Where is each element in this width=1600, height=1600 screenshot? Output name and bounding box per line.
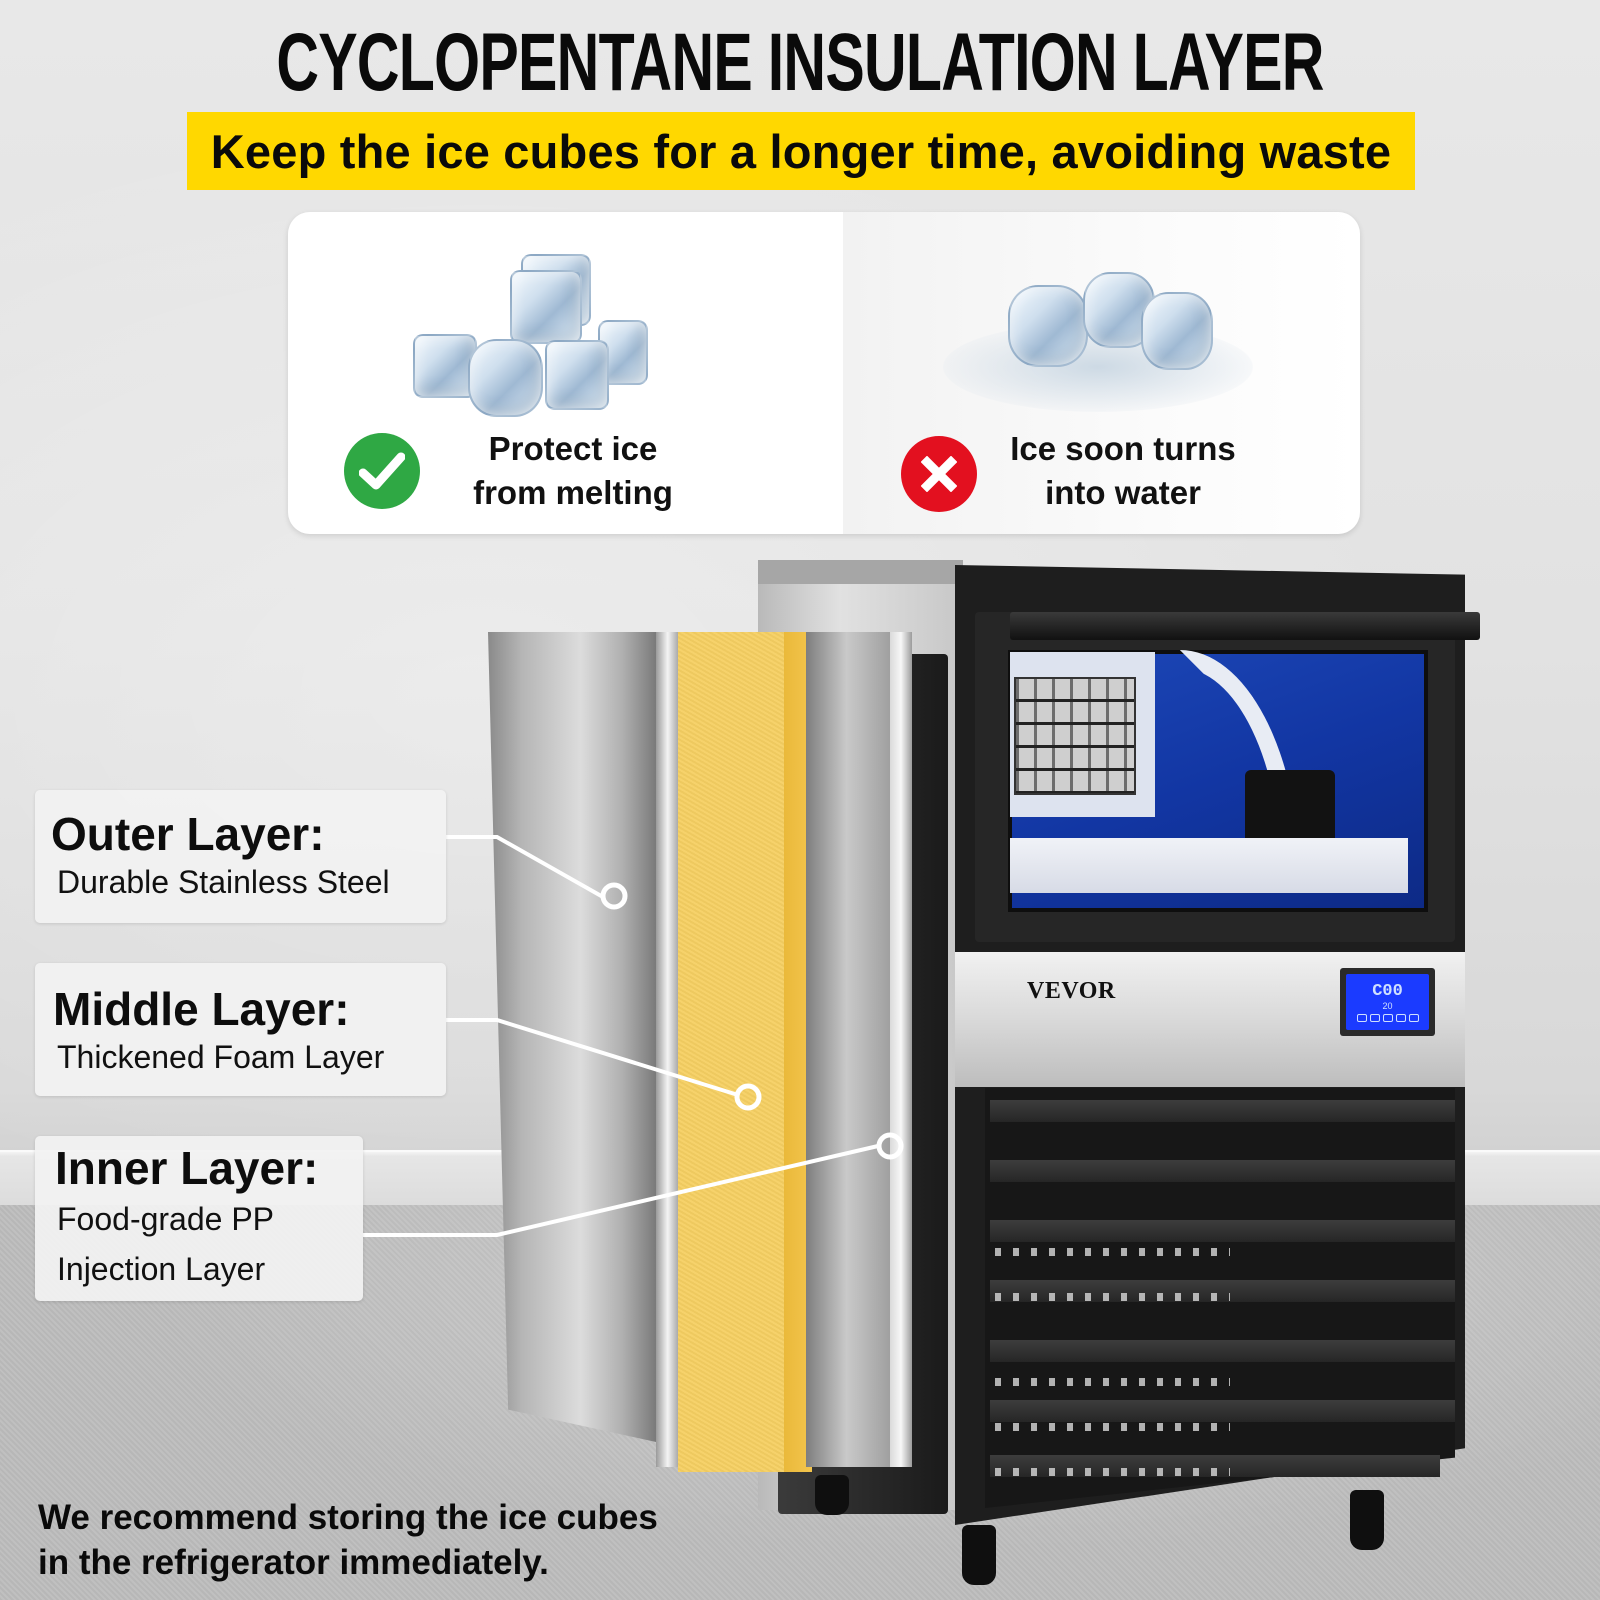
callout-outer-layer: Outer Layer: Durable Stainless Steel xyxy=(35,790,446,923)
machine-leg xyxy=(815,1475,849,1515)
evaporator-grid xyxy=(1010,652,1155,817)
brand-logo: VEVOR xyxy=(1027,978,1116,1004)
bad-caption: Ice soon turns into water xyxy=(1010,430,1236,511)
inner-layer-panel xyxy=(806,632,896,1467)
callout-inner-layer: Inner Layer: Food-grade PP Injection Lay… xyxy=(35,1136,363,1301)
middle-foam-panel xyxy=(678,632,788,1472)
outer-layer-panel xyxy=(488,632,656,1442)
page-title: CYCLOPENTANE INSULATION LAYER xyxy=(276,17,1324,108)
control-display: C00 20 xyxy=(1340,968,1435,1036)
machine-leg xyxy=(962,1525,996,1585)
footer-note: We recommend storing the ice cubes in th… xyxy=(38,1498,658,1582)
x-circle-icon xyxy=(901,436,977,512)
callout-middle-layer: Middle Layer: Thickened Foam Layer xyxy=(35,963,446,1096)
water-tray xyxy=(1010,838,1408,893)
comparison-good: Protect ice from melting xyxy=(288,212,843,534)
inner-layer-edge xyxy=(890,632,912,1467)
door-handle xyxy=(1010,612,1480,640)
display-digits: C00 xyxy=(1372,981,1403,1001)
comparison-card: Protect ice from melting Ice soon turns … xyxy=(288,212,1360,534)
comparison-bad: Ice soon turns into water xyxy=(843,212,1360,534)
display-sub: 20 xyxy=(1382,1000,1393,1011)
subtitle-text: Keep the ice cubes for a longer time, av… xyxy=(210,124,1392,178)
good-caption: Protect ice from melting xyxy=(473,430,673,511)
check-circle-icon xyxy=(344,433,420,509)
subtitle-banner: Keep the ice cubes for a longer time, av… xyxy=(187,112,1415,190)
touch-keys xyxy=(1356,1013,1419,1022)
machine-leg xyxy=(1350,1490,1384,1550)
